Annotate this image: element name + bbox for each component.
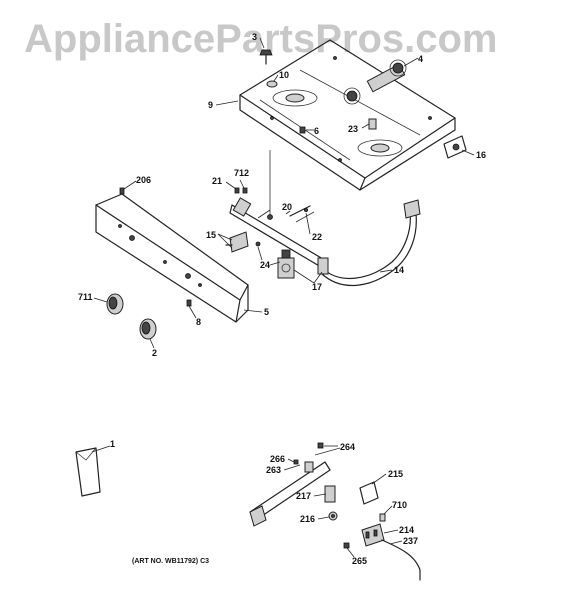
clip-part xyxy=(299,126,306,134)
tube-screw-part xyxy=(293,442,324,465)
callout-237: 237 xyxy=(403,536,418,546)
callout-1: 1 xyxy=(110,439,115,449)
callout-14: 14 xyxy=(394,265,404,275)
callout-206: 206 xyxy=(136,175,151,185)
manifold-pipe-part xyxy=(229,150,329,275)
gas-tube-part xyxy=(321,199,421,287)
safety-valve-bracket-part xyxy=(359,481,379,505)
callout-5: 5 xyxy=(264,307,269,317)
callout-712: 712 xyxy=(234,168,249,178)
callout-10: 10 xyxy=(279,70,289,80)
valve-screw-part xyxy=(343,542,350,549)
orifice-part xyxy=(368,118,377,130)
callout-24: 24 xyxy=(260,260,270,270)
callout-21: 21 xyxy=(212,176,222,186)
leader-lines xyxy=(91,37,475,558)
spacer-part xyxy=(379,513,386,522)
callout-15: 15 xyxy=(206,230,216,240)
callout-17: 17 xyxy=(312,282,322,292)
valve-part xyxy=(225,231,249,253)
manifold-screw-part xyxy=(119,187,125,195)
panel-screw-part xyxy=(186,299,192,307)
clamp-part xyxy=(255,241,261,247)
callout-216: 216 xyxy=(300,514,315,524)
oven-tube-assembly-part xyxy=(249,447,341,527)
callout-4: 4 xyxy=(418,54,423,64)
grommet-part xyxy=(266,80,278,88)
screw-part xyxy=(259,49,273,65)
bracket-part xyxy=(443,135,467,159)
callout-263: 263 xyxy=(266,465,281,475)
oven-knob-part xyxy=(139,318,157,340)
oven-valve-part xyxy=(277,249,295,279)
callout-23: 23 xyxy=(348,124,358,134)
callout-9: 9 xyxy=(208,100,213,110)
callout-2: 2 xyxy=(152,348,157,358)
art-number-label: (ART NO. WB11792) C3 xyxy=(132,558,209,565)
callout-215: 215 xyxy=(388,469,403,479)
safety-valve-part xyxy=(361,523,385,547)
screw-small-part xyxy=(234,187,248,194)
capillary-tube-part xyxy=(381,539,421,581)
literature-bag-part xyxy=(75,447,101,497)
callout-8: 8 xyxy=(196,317,201,327)
burner-box-part xyxy=(239,39,456,191)
nut-part xyxy=(328,511,338,521)
burner-knob-part xyxy=(106,293,124,315)
callout-266: 266 xyxy=(270,454,285,464)
callout-22: 22 xyxy=(312,232,322,242)
callout-3: 3 xyxy=(252,32,257,42)
callout-710: 710 xyxy=(392,500,407,510)
callout-16: 16 xyxy=(476,150,486,160)
callout-711: 711 xyxy=(78,292,93,302)
callout-214: 214 xyxy=(399,525,414,535)
callout-264: 264 xyxy=(340,442,355,452)
callout-6: 6 xyxy=(314,126,319,136)
top-valve-assembly-part xyxy=(343,59,407,105)
control-panel-part xyxy=(95,193,249,323)
igniter-wire-part xyxy=(289,205,315,223)
callout-20: 20 xyxy=(282,202,292,212)
callout-217: 217 xyxy=(296,491,311,501)
callout-265: 265 xyxy=(352,556,367,566)
